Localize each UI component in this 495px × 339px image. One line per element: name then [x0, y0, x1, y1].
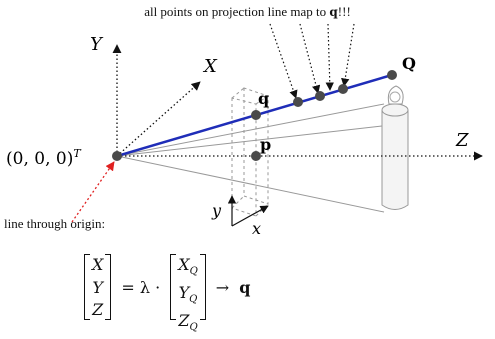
line-point-3 — [338, 84, 348, 94]
z-axis-label: Z — [455, 130, 469, 151]
origin-label: (0, 0, 0)T — [6, 147, 82, 169]
Q-big-label: Q — [402, 54, 416, 73]
projection-equation: X Y Z = λ · XQ YQ ZQ → q — [84, 254, 251, 334]
image-x-axis — [231, 205, 269, 227]
red-pointer-arrow — [71, 161, 115, 223]
note-arrows — [269, 23, 355, 99]
line-point-2 — [315, 91, 325, 101]
equation-result: q — [239, 277, 251, 297]
image-x-label: x — [252, 219, 261, 238]
point-p — [251, 151, 261, 161]
x-axis-label: X — [202, 56, 218, 77]
q-small-label: q — [258, 89, 269, 108]
line-point-1 — [293, 97, 303, 107]
image-y-label: y — [211, 201, 222, 220]
right-vector: XQ YQ ZQ — [170, 254, 206, 334]
point-q-small — [251, 110, 261, 120]
projection-diagram: Y X Z q p Q y x (0, 0, 0)T — [6, 23, 483, 238]
p-label: p — [260, 135, 271, 154]
origin-point — [112, 151, 122, 161]
point-Q-big — [387, 70, 397, 80]
line-through-origin-label: line through origin: — [4, 216, 106, 231]
object-shape — [381, 85, 409, 210]
projection-note: all points on projection line map to q!!… — [144, 4, 351, 19]
equals-lambda: = λ · — [121, 277, 161, 297]
left-vector: X Y Z — [84, 254, 112, 320]
x-axis — [116, 81, 201, 157]
maps-to-arrow: → — [215, 277, 230, 297]
y-axis-label: Y — [90, 34, 104, 55]
view-frustum — [116, 103, 385, 213]
